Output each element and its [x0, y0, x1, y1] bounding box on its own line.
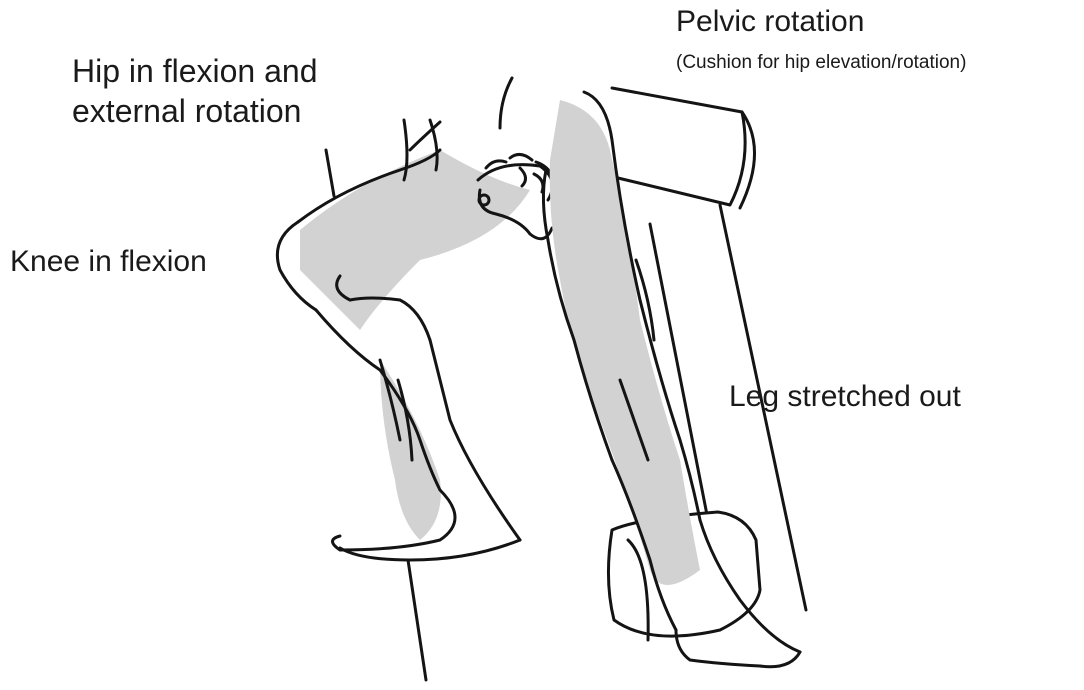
leg-label: Leg stretched out — [729, 379, 961, 415]
hip-label-line1: Hip in flexion and — [72, 52, 317, 90]
knee-label: Knee in flexion — [10, 244, 207, 280]
table-edge-bottom — [408, 560, 426, 680]
pelvic-rotation-label: Pelvic rotation — [676, 4, 864, 40]
hip-label-line2: external rotation — [72, 92, 301, 130]
cushion-note-label: (Cushion for hip elevation/rotation) — [676, 52, 966, 75]
left-bent-leg — [277, 122, 530, 560]
table-edge-left — [326, 150, 334, 196]
hip-crease — [404, 120, 407, 180]
